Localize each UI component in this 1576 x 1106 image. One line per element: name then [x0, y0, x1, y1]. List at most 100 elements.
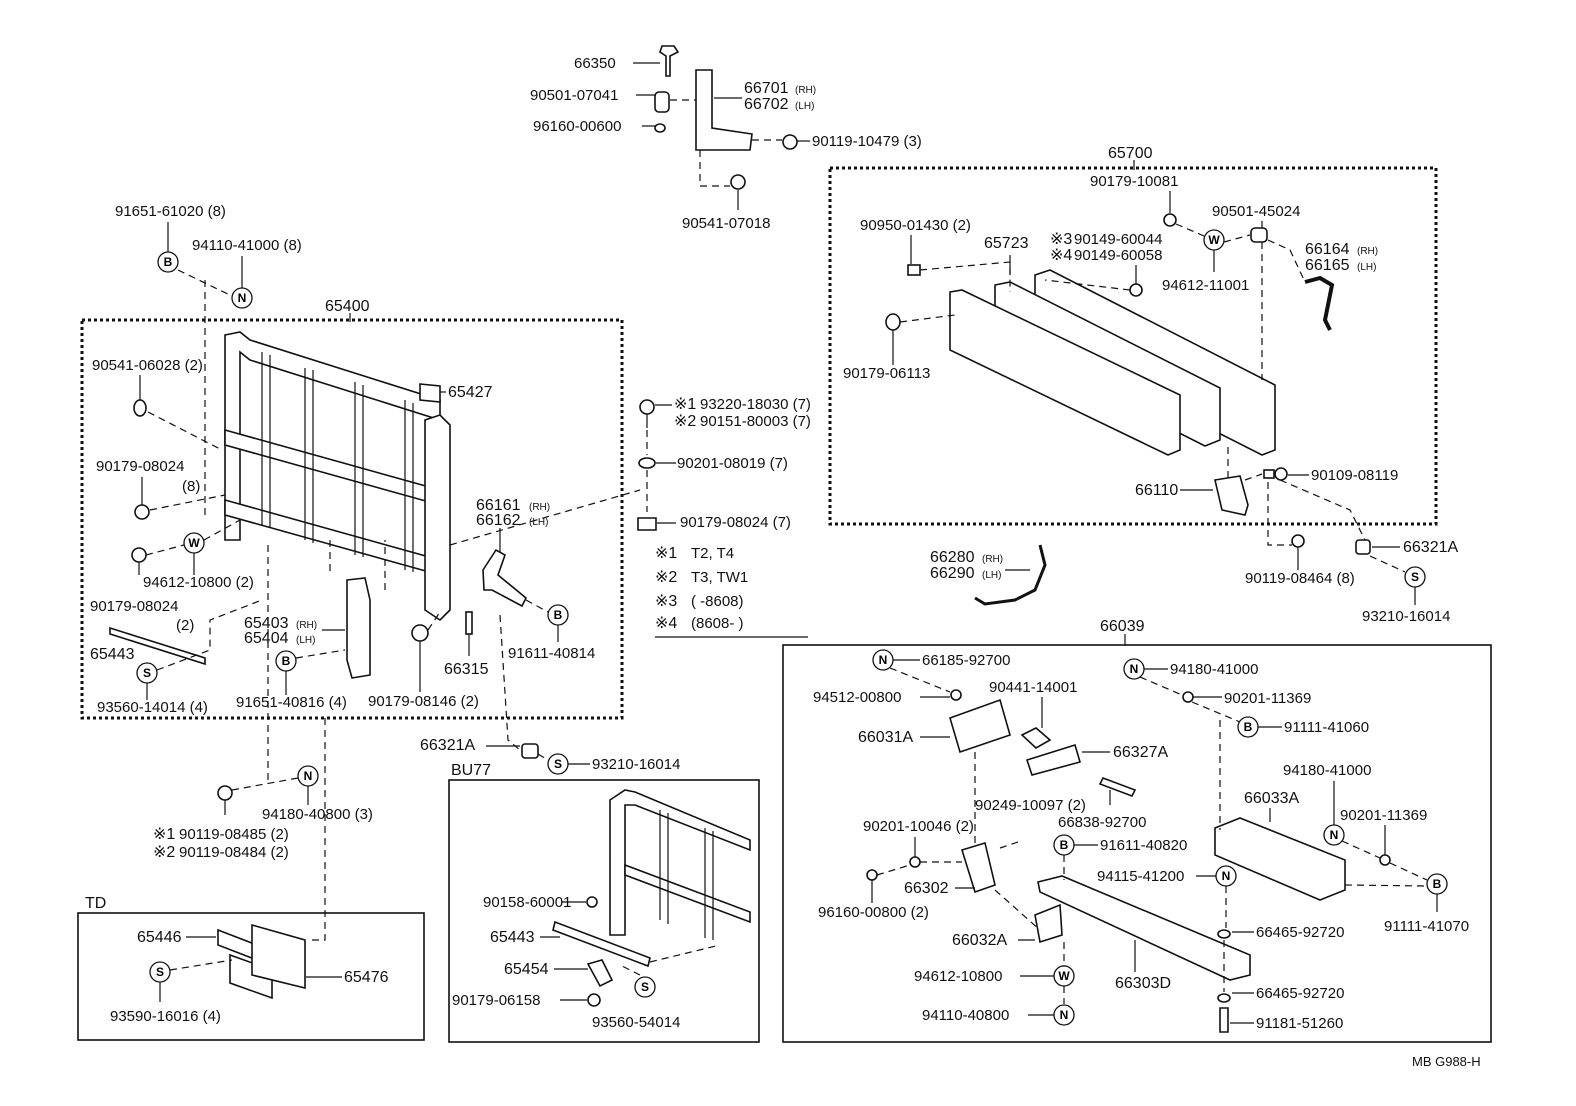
label-91611-40820: 91611-40820 — [1100, 837, 1187, 854]
note-1-text: T2, T4 — [691, 545, 734, 562]
suffix-lh: (LH) — [296, 635, 315, 646]
label-90501-07041: 90501-07041 — [530, 87, 618, 104]
label-94110-41000: 94110-41000 (8) — [192, 237, 302, 254]
bracket-66701-drawing — [654, 45, 798, 190]
label-93560-14014: 93560-14014 (4) — [97, 699, 208, 716]
symbol-s: S — [1404, 566, 1426, 588]
mark-2-a: ※2 — [674, 413, 696, 430]
symbol-s: S — [634, 976, 656, 998]
label-93560-54014: 93560-54014 — [592, 1014, 680, 1031]
label-66465-92720-b: 66465-92720 — [1256, 985, 1344, 1002]
group-title-65700: 65700 — [1108, 145, 1153, 162]
svg-text:W: W — [188, 536, 200, 550]
label-90179-08024-c: 90179-08024 (7) — [680, 514, 791, 531]
label-66701: 66701 — [744, 80, 789, 97]
label-65443: 65443 — [90, 646, 135, 663]
footer-code: MB G988-H — [1412, 1054, 1481, 1069]
label-90179-10081: 90179-10081 — [1090, 173, 1178, 190]
label-90158-60001: 90158-60001 — [483, 894, 571, 911]
tail-gate-drawing — [885, 213, 1335, 516]
label-65446: 65446 — [137, 929, 182, 946]
symbol-n: N — [1323, 824, 1345, 846]
symbol-b: B — [547, 604, 569, 626]
group-box-td — [77, 912, 425, 1041]
svg-text:B: B — [1244, 720, 1253, 734]
label-66315: 66315 — [444, 661, 489, 678]
label-66161: 66161 — [476, 497, 521, 514]
label-65404: 65404 — [244, 630, 289, 647]
label-90109-08119: 90109-08119 — [1311, 467, 1398, 484]
symbol-b: B — [157, 251, 179, 273]
label-66465-92720-a: 66465-92720 — [1256, 924, 1344, 941]
label-96160-00600: 96160-00600 — [533, 118, 621, 135]
group-title-66039: 66039 — [1100, 618, 1145, 635]
label-66185-92700: 66185-92700 — [922, 652, 1010, 669]
bu77-frame-drawing — [552, 789, 751, 1007]
label-90149-60044: 90149-60044 — [1074, 231, 1162, 248]
label-65723: 65723 — [984, 235, 1029, 252]
label-90201-08019: 90201-08019 (7) — [677, 455, 788, 472]
symbol-s: S — [136, 662, 158, 684]
svg-text:S: S — [143, 666, 151, 680]
label-94110-40800: 94110-40800 — [922, 1007, 1009, 1024]
svg-text:N: N — [1222, 869, 1231, 883]
label-65427: 65427 — [448, 384, 493, 401]
svg-text:N: N — [1060, 1008, 1069, 1022]
label-94180-41000-b: 94180-41000 — [1283, 762, 1371, 779]
group-box-bu77 — [448, 779, 760, 1043]
label-91651-40816: 91651-40816 (4) — [236, 694, 347, 711]
label-66327A: 66327A — [1113, 744, 1168, 761]
svg-text:B: B — [282, 654, 291, 668]
label-66302: 66302 — [904, 880, 949, 897]
hinge-parts-drawing — [866, 689, 1391, 1033]
svg-text:B: B — [1060, 838, 1069, 852]
group-box-66039 — [782, 644, 1492, 1043]
label-66162: 66162 — [476, 512, 521, 529]
symbol-w: W — [183, 532, 205, 554]
note-3-mark: ※3 — [655, 593, 677, 610]
svg-text:W: W — [1208, 233, 1220, 247]
svg-text:S: S — [641, 980, 649, 994]
label-90541-07018: 90541-07018 — [682, 215, 770, 232]
symbol-w: W — [1203, 229, 1225, 251]
label-91651-61020: 91651-61020 (8) — [115, 203, 226, 220]
symbol-b: B — [275, 650, 297, 672]
mark-3-a: ※3 — [1050, 231, 1072, 248]
symbol-n: N — [297, 765, 319, 787]
svg-text:B: B — [164, 255, 173, 269]
suffix-lh: (LH) — [529, 517, 548, 528]
mark-4-a: ※4 — [1050, 247, 1072, 264]
suffix-lh: (LH) — [795, 101, 814, 112]
svg-text:N: N — [1130, 662, 1139, 676]
note-2-mark: ※2 — [655, 569, 677, 586]
svg-text:B: B — [554, 608, 563, 622]
symbol-b: B — [1053, 834, 1075, 856]
rear-frame-drawing — [224, 331, 451, 622]
label-90179-08024-b-qty: (2) — [176, 617, 194, 634]
label-66165: 66165 — [1305, 257, 1350, 274]
label-90179-06113: 90179-06113 — [843, 365, 930, 382]
label-90201-11369-a: 90201-11369 — [1224, 690, 1311, 707]
note-2-text: T3, TW1 — [691, 569, 748, 586]
note-4-text: (8608- ) — [691, 615, 744, 632]
svg-text:N: N — [304, 769, 313, 783]
svg-text:S: S — [1411, 570, 1419, 584]
label-90441-14001: 90441-14001 — [989, 679, 1077, 696]
label-90179-08024-b: 90179-08024 — [90, 598, 178, 615]
label-66350: 66350 — [574, 55, 616, 72]
label-93590-16016: 93590-16016 (4) — [110, 1008, 221, 1025]
note-3-text: ( -8608) — [691, 593, 744, 610]
label-90119-08484: 90119-08484 (2) — [179, 844, 289, 861]
svg-text:N: N — [1330, 828, 1339, 842]
label-90179-08146: 90179-08146 (2) — [368, 693, 479, 710]
svg-text:S: S — [156, 965, 164, 979]
label-66702: 66702 — [744, 96, 789, 113]
label-90119-08485: 90119-08485 (2) — [179, 826, 289, 843]
symbol-n: N — [1123, 658, 1145, 680]
label-94180-40800: 94180-40800 (3) — [262, 806, 373, 823]
suffix-rh: (RH) — [1357, 246, 1378, 257]
svg-text:W: W — [1058, 969, 1070, 983]
symbol-n: N — [872, 649, 894, 671]
label-66321A-b: 66321A — [420, 737, 475, 754]
label-94512-00800: 94512-00800 — [813, 689, 901, 706]
